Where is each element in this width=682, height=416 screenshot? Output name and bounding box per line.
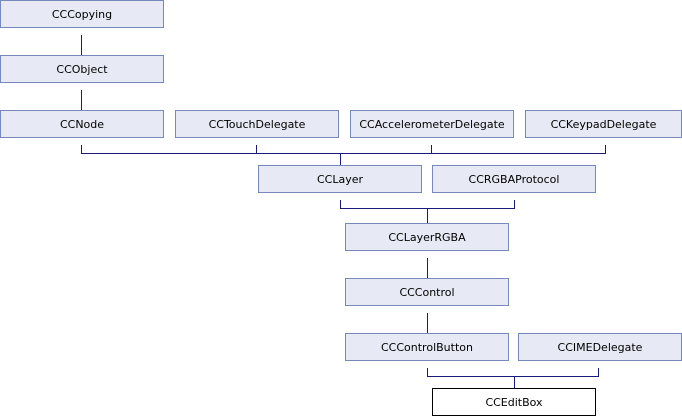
edge-segment-riser-ccimedelegate — [598, 368, 599, 377]
edge-segment-riser-cctouchdelegate — [256, 145, 257, 154]
edge-segment-cccontrol-to-cclayerrgba-vertical — [427, 258, 428, 278]
class-node-ccrgbaprotocol[interactable]: CCRGBAProtocol — [432, 165, 596, 193]
class-node-cccontrolbutton[interactable]: CCControlButton — [345, 333, 509, 361]
class-node-label: CCControlButton — [381, 340, 473, 354]
class-node-label: CCTouchDelegate — [208, 117, 306, 131]
edge-segment-bus-row3-horizontal — [81, 153, 606, 154]
class-node-cckeypaddelegate[interactable]: CCKeypadDelegate — [525, 110, 682, 138]
edge-segment-drop-to-cclayerrgba — [427, 208, 428, 223]
class-node-cccopying[interactable]: CCCopying — [0, 0, 164, 28]
class-node-label: CCLayer — [316, 172, 364, 186]
class-node-label: CCEditBox — [485, 395, 543, 409]
class-node-ccobject[interactable]: CCObject — [0, 55, 164, 83]
class-node-label: CCRGBAProtocol — [468, 172, 560, 186]
class-node-cclayerrgba[interactable]: CCLayerRGBA — [345, 223, 509, 251]
class-node-label: CCKeypadDelegate — [550, 117, 657, 131]
class-node-label: CCControl — [399, 285, 455, 299]
edge-segment-riser-cclayer — [340, 200, 341, 209]
edge-segment-drop-to-cceditbox — [514, 376, 515, 388]
class-node-cclayer[interactable]: CCLayer — [258, 165, 422, 193]
edge-segment-ccobject-to-cccopying-vertical — [81, 35, 82, 55]
class-node-label: CCAccelerometerDelegate — [359, 117, 505, 131]
edge-segment-riser-ccaccelerometerdelegate — [431, 145, 432, 154]
class-node-ccnode[interactable]: CCNode — [0, 110, 164, 138]
class-node-ccaccelerometerdelegate[interactable]: CCAccelerometerDelegate — [350, 110, 514, 138]
class-node-label: CCLayerRGBA — [388, 230, 466, 244]
class-node-cceditbox[interactable]: CCEditBox — [432, 388, 596, 416]
edge-segment-ccnode-to-ccobject-vertical — [81, 90, 82, 110]
edge-segment-riser-cckeypaddelegate — [605, 145, 606, 154]
class-node-label: CCCopying — [51, 7, 113, 21]
class-node-label: CCObject — [56, 62, 108, 76]
class-node-ccimedelegate[interactable]: CCIMEDelegate — [518, 333, 682, 361]
class-node-cccontrol[interactable]: CCControl — [345, 278, 509, 306]
edge-segment-riser-ccrgbaprotocol — [514, 200, 515, 209]
edge-segment-riser-ccnode — [81, 145, 82, 154]
edge-segment-riser-cccontrolbutton — [427, 368, 428, 377]
edge-segment-cccontrolbutton-to-cccontrol-vertical — [427, 313, 428, 333]
class-node-cctouchdelegate[interactable]: CCTouchDelegate — [175, 110, 339, 138]
edge-segment-bus-row7-horizontal — [427, 376, 599, 377]
class-node-label: CCIMEDelegate — [557, 340, 643, 354]
edge-segment-drop-to-cclayer — [340, 153, 341, 165]
class-node-label: CCNode — [59, 117, 105, 131]
